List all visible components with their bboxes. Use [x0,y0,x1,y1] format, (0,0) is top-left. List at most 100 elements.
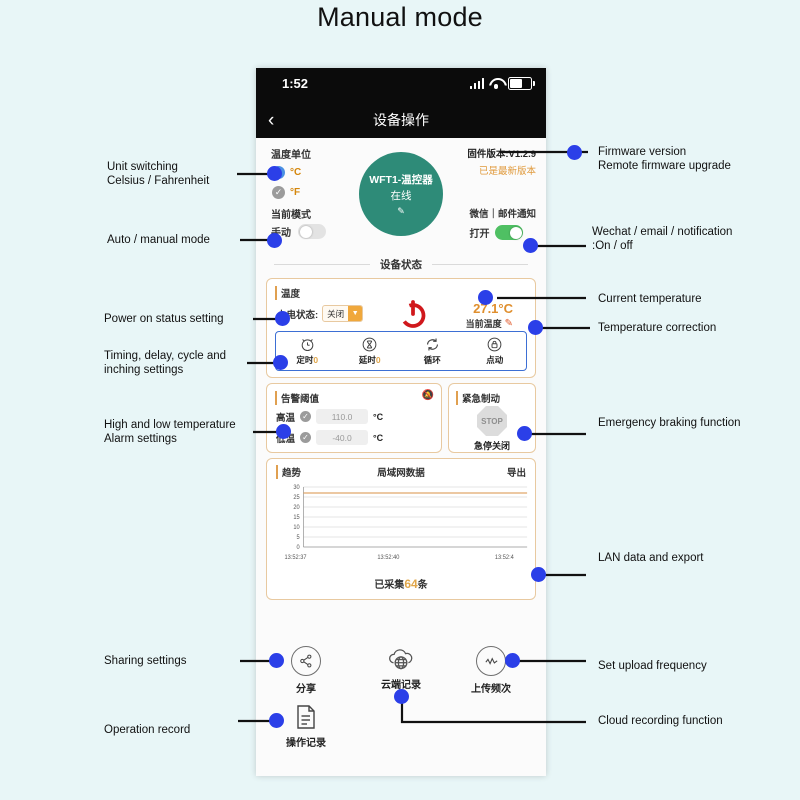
check-circle-icon[interactable]: ✓ [300,411,312,422]
callout-unit-switching: Unit switching Celsius / Fahrenheit [107,161,210,187]
mode-toggle[interactable] [298,224,326,239]
emergency-card-title: 紧急制动 [456,391,500,405]
alarm-high-input[interactable]: 110.0 [316,409,369,424]
stop-sign-text: STOP [481,416,503,426]
device-online-state: 在线 [390,189,412,202]
trend-card: 趋势 局域网数据 导出 [266,458,536,600]
app-screen: 温度单位 ✓ °C ✓ °F 当前模式 手动 WFT1-温控器 在线 ✎ 固件版… [256,138,546,776]
power-on-state-select[interactable]: 关闭 ▼ [322,305,364,322]
function-value: 0 [313,355,319,365]
temperature-card-title: 温度 [275,286,300,300]
callout-cloud-recording: Cloud recording function [598,715,723,727]
alarm-low-input[interactable]: -40.0 [316,430,369,445]
power-button-icon[interactable] [398,299,428,329]
alarm-row-name: 低温 [276,433,296,445]
power-on-state-value: 关闭 [327,308,345,319]
section-title: 设备状态 [374,256,428,272]
temperature-card: 温度 上电状态: 关闭 ▼ 27.1°C 当前温度 ✎ [266,278,536,378]
notification-state-label: 打开 [469,229,490,240]
document-lines-icon [295,704,317,730]
callout-alarm-settings: High and low temperature Alarm settings [104,419,236,445]
current-temperature-label: 当前温度 [465,319,502,329]
bottom-actions: 分享 云端记录 上传频次 [256,642,546,772]
unit-option-label: °C [290,167,302,178]
svg-text:13:52:40: 13:52:40 [377,555,400,561]
lock-icon [486,336,503,353]
hourglass-icon [361,336,378,353]
unit-title: 温度单位 [271,150,311,161]
function-label: 循环 [423,355,441,365]
svg-text:5: 5 [296,535,299,541]
mode-row: 手动 [271,224,326,239]
action-upload-frequency[interactable]: 上传频次 [461,646,521,695]
callout-current-temperature: Current temperature [598,293,702,305]
notification-toggle[interactable] [495,225,524,240]
current-temperature-block: 27.1°C 当前温度 ✎ [466,301,513,330]
power-on-state-row: 上电状态: 关闭 ▼ [277,305,364,322]
mode-label: 手动 [271,228,291,239]
alarm-card-title: 告警阈值 [275,391,319,405]
function-inching[interactable]: 点动 [464,332,527,370]
wifi-icon [489,78,503,89]
alarm-row-name: 高温 [276,412,296,424]
callout-wechat-notification: Wechat / email / notification :On / off [592,226,733,252]
callout-power-on-status: Power on status setting [104,313,224,325]
function-label: 延时 [358,355,376,365]
cellular-bars-icon [469,78,484,89]
pencil-icon[interactable]: ✎ [504,318,513,329]
action-upload-label: 上传频次 [471,684,511,695]
action-share[interactable]: 分享 [276,646,336,695]
unit-option-fahrenheit[interactable]: ✓ °F [272,186,300,199]
firmware-block[interactable]: 固件版本:V1.2.9 已是最新版本 [467,146,536,177]
svg-text:13:52:4: 13:52:4 [495,555,515,561]
back-chevron-icon[interactable]: ‹ [268,110,275,131]
collected-prefix: 已采集 [374,580,405,591]
action-cloud-label: 云端记录 [381,680,421,691]
function-label: 点动 [486,355,504,365]
phone-mockup: 1:52 ‹ 设备操作 温度单位 ✓ °C ✓ °F 当前模式 手动 [256,68,546,776]
check-circle-icon: ✓ [272,166,285,179]
action-operation-record[interactable]: 操作记录 [276,704,336,749]
export-button[interactable]: 导出 [506,468,526,479]
chevron-down-icon: ▼ [348,306,363,321]
alarm-row-high: 高温 ✓ 110.0 °C [276,409,383,424]
action-cloud-record[interactable]: 云端记录 [371,646,431,691]
mode-title: 当前模式 [271,210,311,221]
emergency-brake-card: 紧急制动 STOP 急停关闭 [448,383,536,453]
callout-lan-data-export: LAN data and export [598,552,704,564]
firmware-version: 固件版本:V1.2.9 [467,149,536,160]
function-delay[interactable]: 延时0 [339,332,402,370]
callout-operation-record: Operation record [104,724,191,736]
status-bar-time: 1:52 [282,76,309,91]
stop-sign-icon[interactable]: STOP [477,406,507,436]
bell-muted-icon[interactable]: 🔕 [421,390,434,401]
action-share-label: 分享 [296,684,316,695]
share-nodes-icon [291,646,321,676]
function-cycle[interactable]: 循环 [401,332,464,370]
callout-emergency-braking: Emergency braking function [598,417,741,429]
emergency-label: 急停关闭 [473,441,510,451]
svg-text:10: 10 [293,525,300,531]
function-grid: 定时0 延时0 循环 [275,331,527,371]
device-status-circle[interactable]: WFT1-温控器 在线 ✎ [359,152,443,236]
unit-option-celsius[interactable]: ✓ °C [272,166,301,179]
svg-text:15: 15 [293,515,299,521]
check-circle-icon[interactable]: ✓ [300,432,312,443]
notification-title: 微信｜邮件通知 [469,209,536,220]
cycle-arrows-icon [424,336,441,353]
function-value: 0 [375,355,381,365]
cloud-globe-icon [386,646,416,672]
callout-auto-manual-mode: Auto / manual mode [107,234,210,246]
callout-dot-firmware [567,145,582,160]
function-label: 定时 [296,355,314,365]
svg-text:0: 0 [296,545,300,551]
callout-firmware-version: Firmware version Remote firmware upgrade [598,146,731,172]
nav-title: 设备操作 [373,112,429,128]
svg-text:20: 20 [293,505,300,511]
function-timer[interactable]: 定时0 [276,332,339,370]
waveform-circle-icon [476,646,506,676]
edit-square-icon[interactable]: ✎ [397,205,405,216]
alarm-row-unit: °C [373,411,384,422]
